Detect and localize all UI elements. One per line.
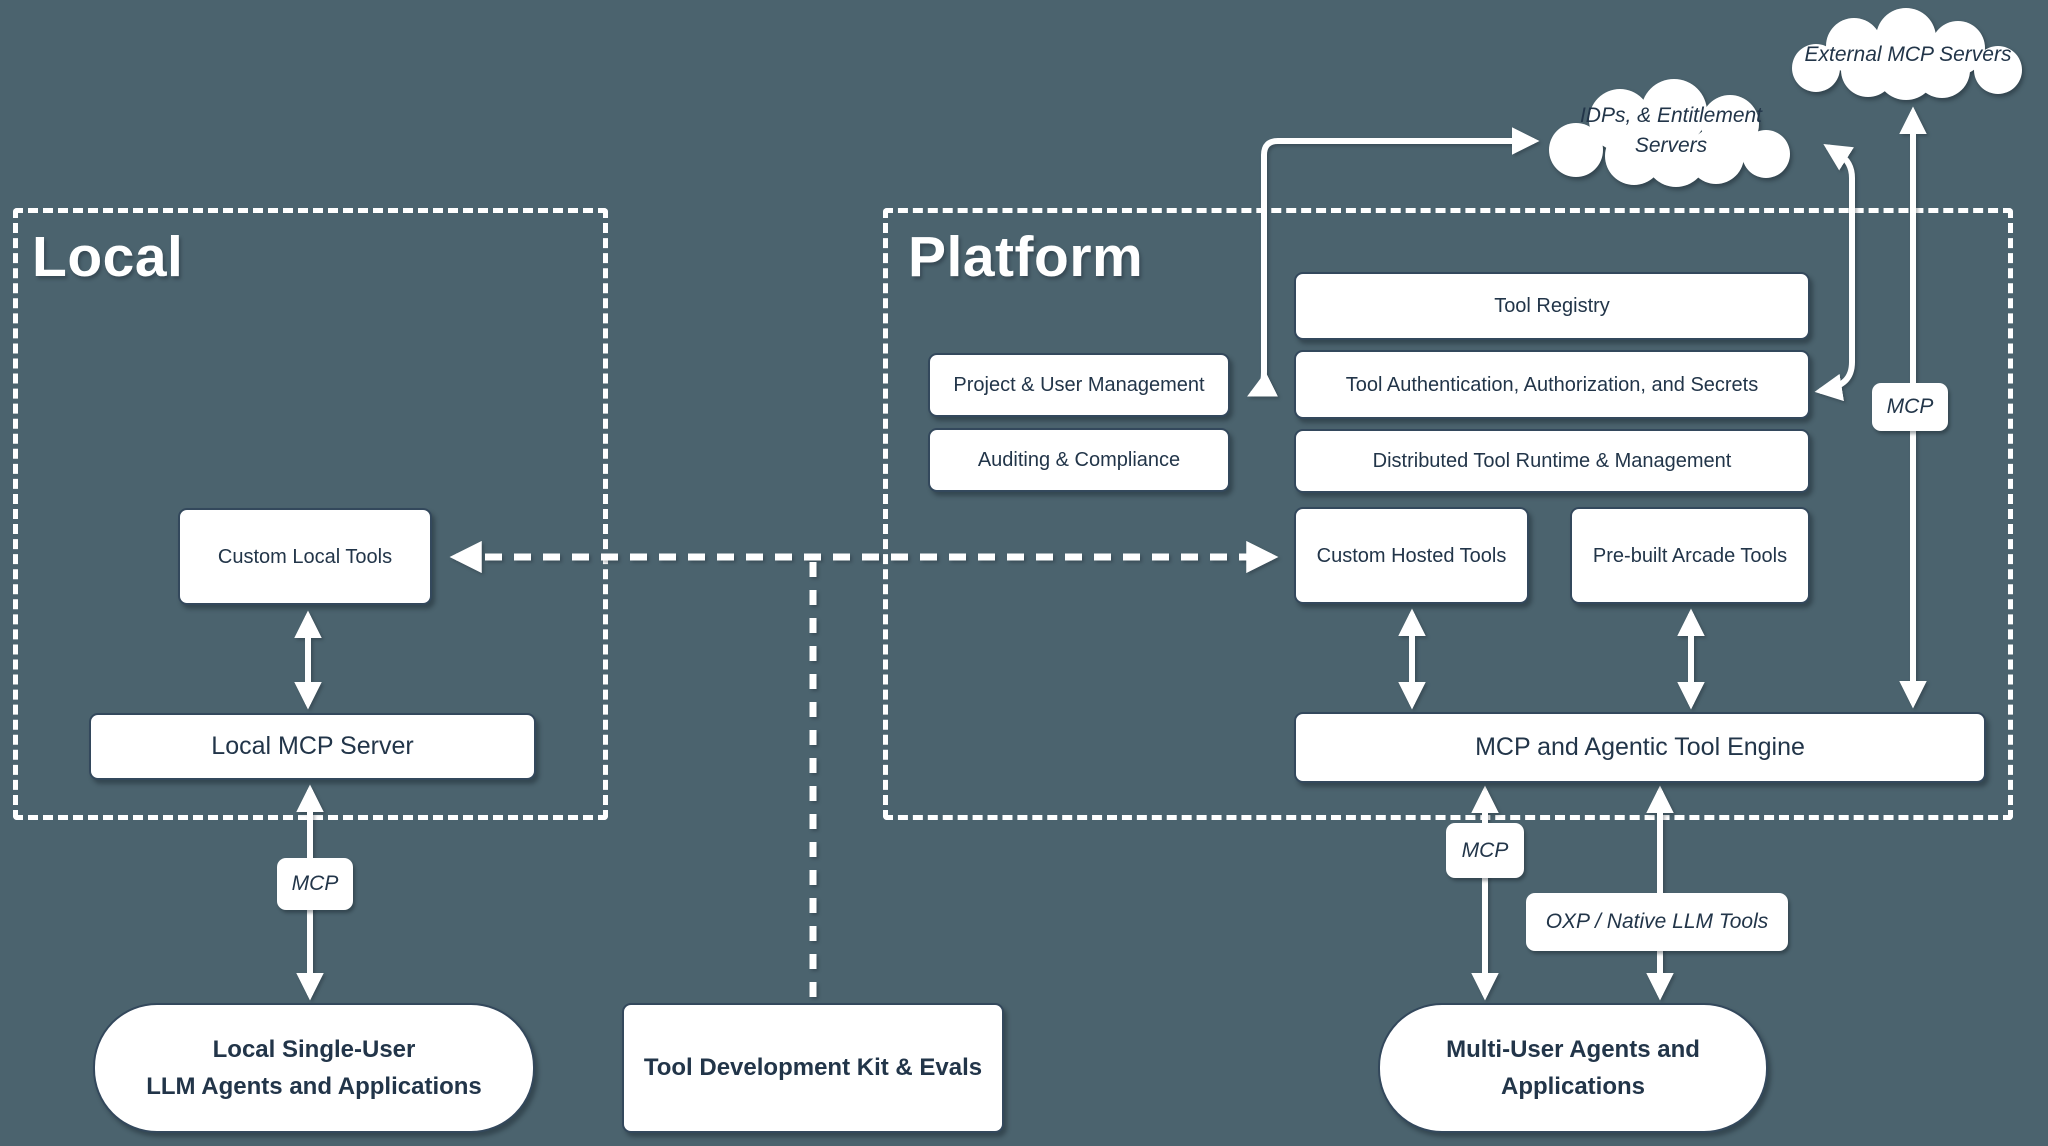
prebuilt-arcade-tools-node: Pre-built Arcade Tools [1570, 507, 1810, 604]
mcp-label-platform: MCP [1446, 823, 1524, 878]
node-label-line2: Applications [1500, 1073, 1645, 1100]
tool-registry-node: Tool Registry [1294, 272, 1810, 340]
idp-entitlement-cloud: IDPs, & Entitlement Servers [1540, 72, 1802, 190]
edge-idp-to-project-mgmt [1247, 127, 1540, 397]
custom-local-tools-node: Custom Local Tools [178, 508, 432, 605]
node-label: Multi-User Agents and Applications [1446, 1031, 1700, 1105]
node-label-line2: LLM Agents and Applications [146, 1073, 482, 1100]
node-label: Tool Authentication, Authorization, and … [1345, 373, 1759, 396]
multi-user-agents-node: Multi-User Agents and Applications [1378, 1003, 1768, 1133]
custom-hosted-tools-node: Custom Hosted Tools [1294, 507, 1529, 604]
node-label: Local MCP Server [211, 732, 414, 761]
tool-dev-kit-node: Tool Development Kit & Evals [622, 1003, 1004, 1133]
cloud-shape [1792, 8, 2022, 100]
node-label: Project & User Management [953, 374, 1205, 396]
oxp-native-llm-tools-label: OXP / Native LLM Tools [1526, 893, 1788, 951]
node-label-line1: Multi-User Agents and [1446, 1035, 1700, 1063]
node-label: Custom Local Tools [217, 545, 393, 568]
node-label: Pre-built Arcade Tools [1592, 544, 1788, 567]
node-label: Local Single-User LLM Agents and Applica… [146, 1031, 482, 1105]
idp-label-line1: IDPs, & Entitlement [1579, 103, 1763, 127]
node-label: Auditing & Compliance [977, 449, 1181, 471]
local-agents-node: Local Single-User LLM Agents and Applica… [93, 1003, 535, 1133]
node-label: Distributed Tool Runtime & Management [1372, 450, 1732, 472]
distributed-runtime-node: Distributed Tool Runtime & Management [1294, 429, 1810, 493]
auditing-compliance-node: Auditing & Compliance [928, 428, 1230, 492]
mcp-label-external: MCP [1872, 383, 1948, 431]
node-label: Custom Hosted Tools [1316, 544, 1507, 567]
external-mcp-servers-cloud: External MCP Servers [1782, 8, 2034, 103]
platform-group-title: Platform [908, 225, 1144, 289]
project-user-management-node: Project & User Management [928, 353, 1230, 417]
external-mcp-servers-label: External MCP Servers [1804, 43, 2012, 67]
node-label: MCP and Agentic Tool Engine [1475, 733, 1805, 762]
local-group-title: Local [32, 225, 184, 289]
idp-label-line2: Servers [1634, 134, 1708, 157]
node-label: Tool Development Kit & Evals [643, 1054, 983, 1082]
node-label: Tool Registry [1494, 295, 1610, 317]
cloud-shape [1549, 79, 1790, 187]
mcp-label-local: MCP [277, 858, 353, 910]
idp-entitlement-label: IDPs, & Entitlement Servers [1540, 72, 1802, 190]
local-mcp-server-node: Local MCP Server [89, 713, 536, 780]
node-label-line1: Local Single-User [212, 1035, 416, 1063]
mcp-agentic-engine-node: MCP and Agentic Tool Engine [1294, 712, 1986, 783]
tool-auth-node: Tool Authentication, Authorization, and … [1294, 350, 1810, 419]
edge-idp-to-tool-auth [1814, 144, 1855, 402]
